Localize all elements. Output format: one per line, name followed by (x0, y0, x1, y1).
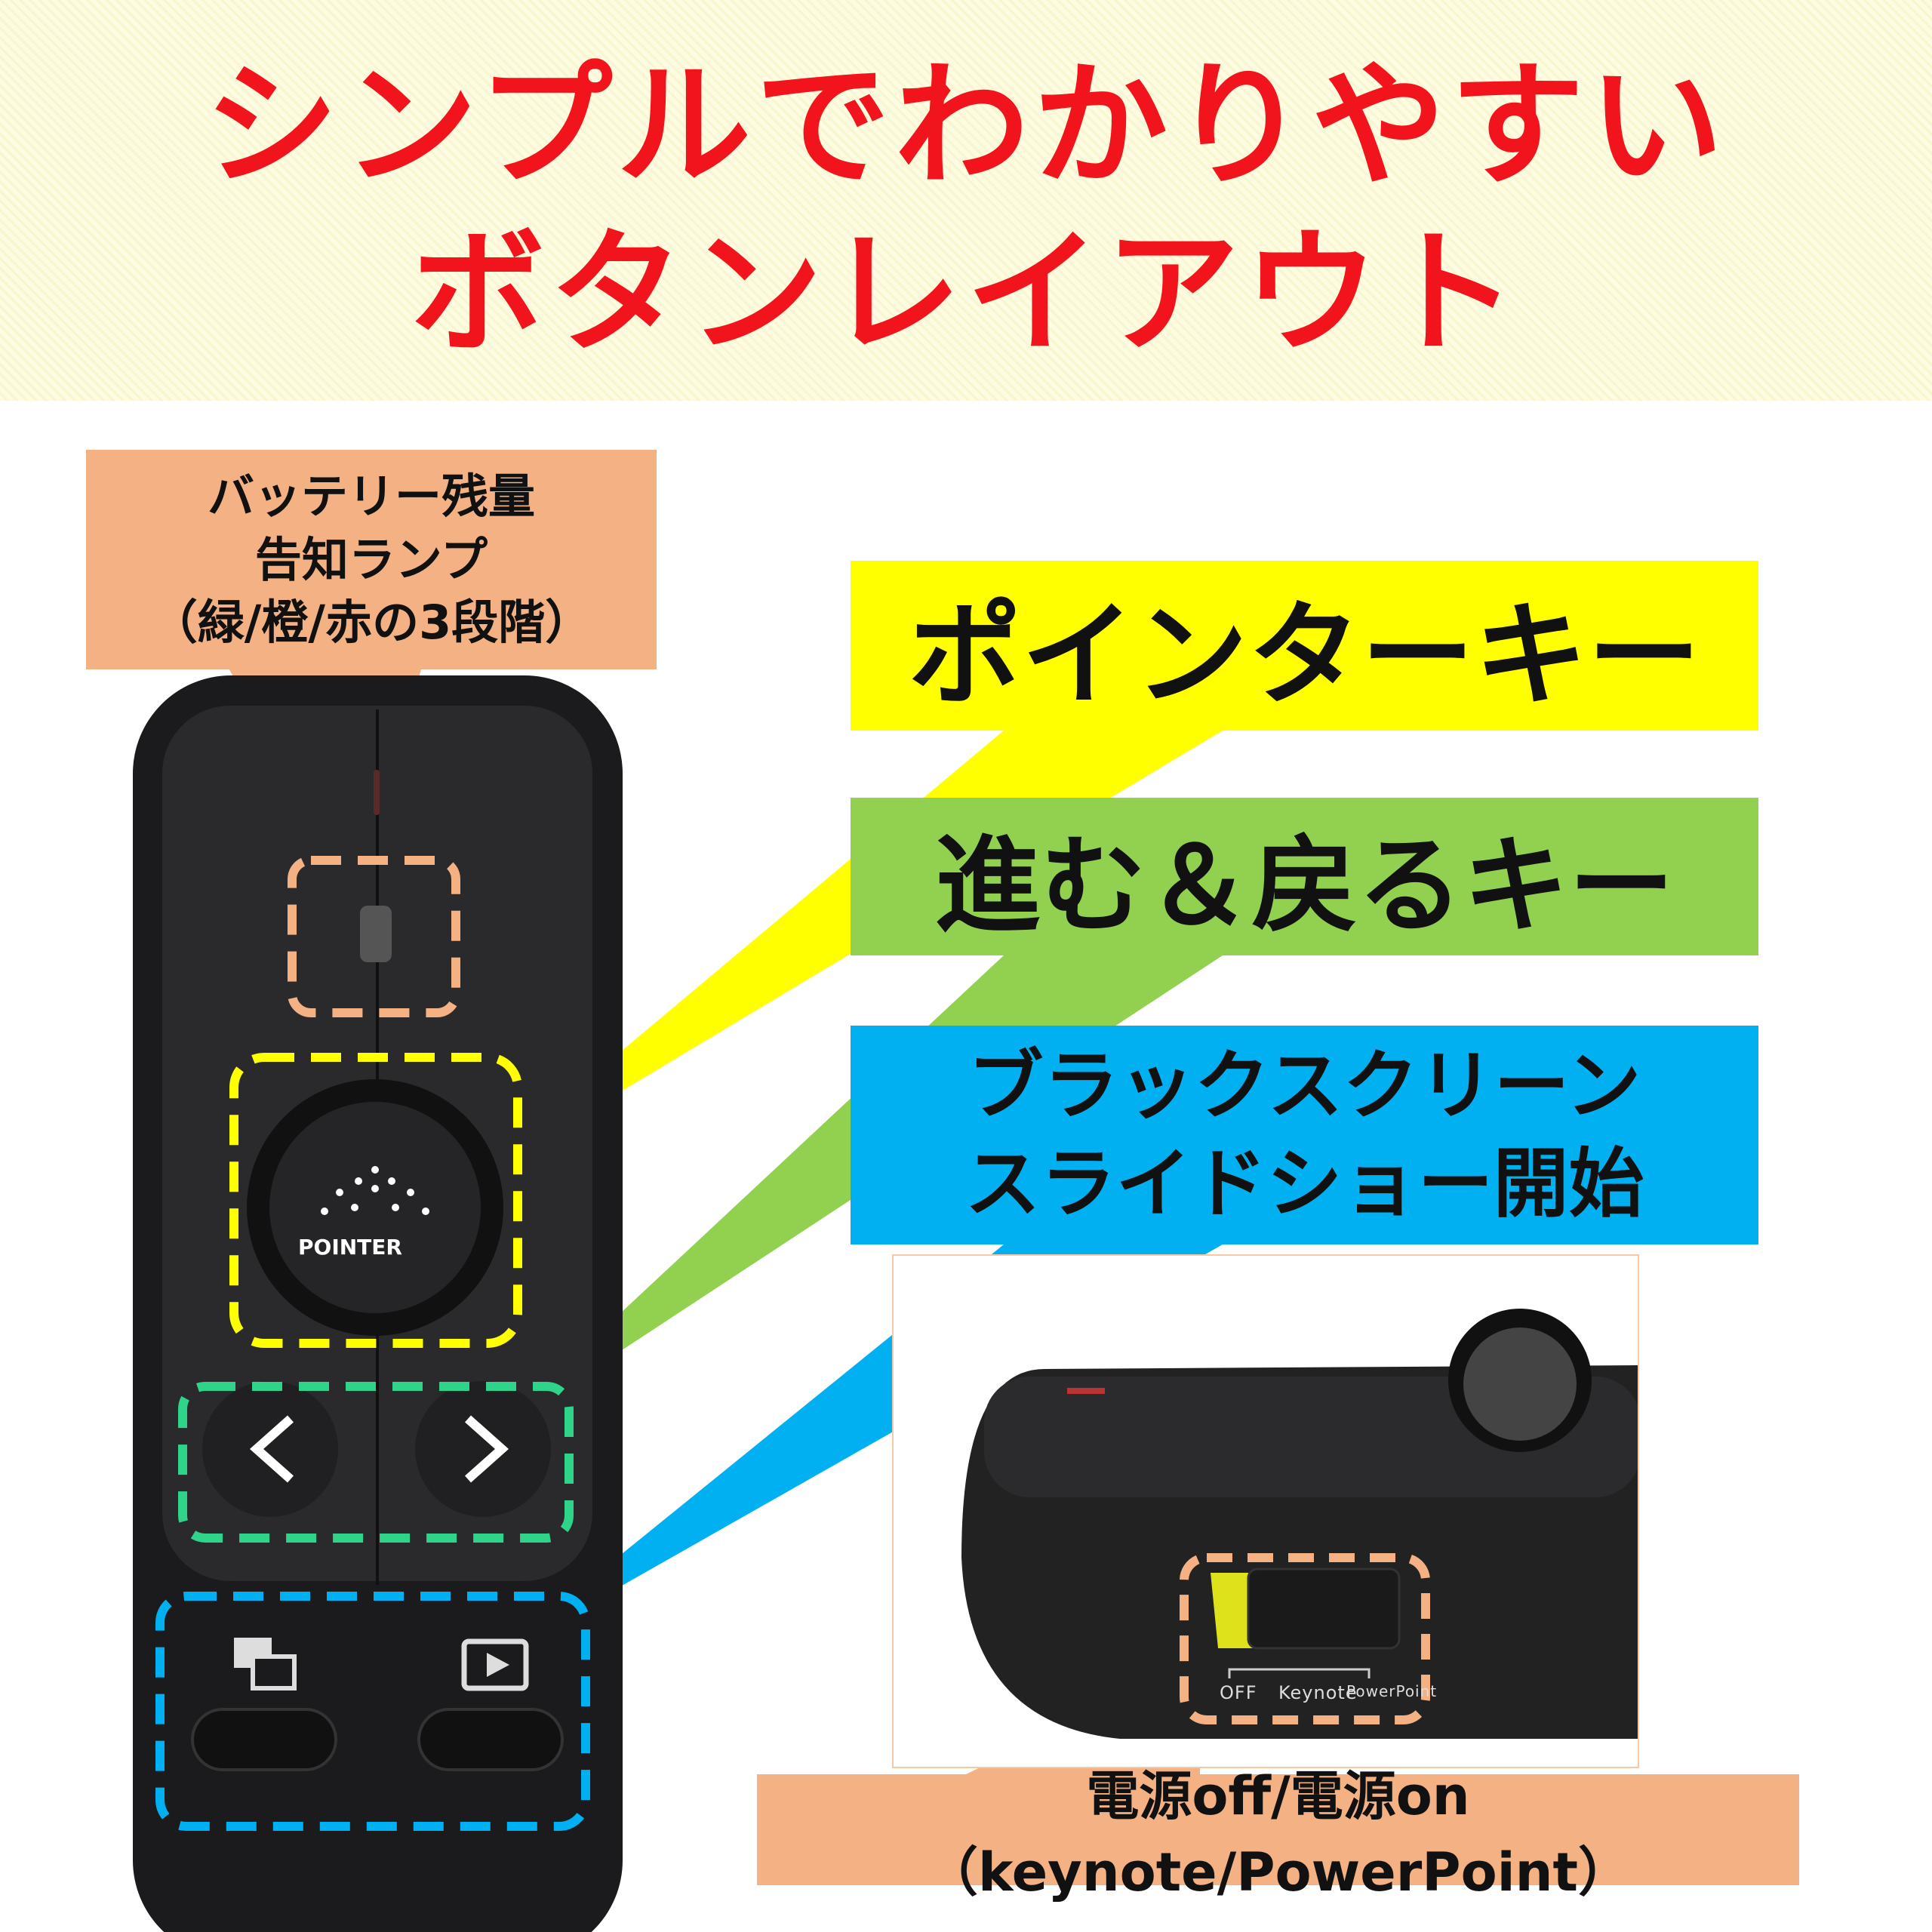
next-button (415, 1381, 551, 1517)
battery-callout-line1: バッテリー残量 (207, 468, 535, 524)
battery-lamp (360, 906, 392, 962)
led-indicator (1067, 1388, 1105, 1394)
pointer-highlight (229, 1053, 522, 1348)
battery-callout-line2: 告知ランプ (254, 531, 488, 587)
power-callout: 電源off/電源on（keynote/PowerPoint） (757, 1765, 1799, 1903)
header-band: シンプルでわかりやすい ボタンレイアウト (0, 0, 1932, 401)
title-line-2: ボタンレイアウト (411, 215, 1521, 371)
switch-label-keynote: Keynote (1278, 1682, 1358, 1703)
slideshow-play-icon (461, 1638, 529, 1691)
pointer-icon (321, 1166, 429, 1215)
blackscreen-button (191, 1708, 337, 1771)
battery-callout-line3: （緑/橙/赤の3段階） (150, 595, 592, 651)
battery-highlight (288, 856, 460, 1017)
black-highlight (155, 1592, 590, 1831)
prev-button (202, 1381, 338, 1517)
nav-callout: 進む＆戻るキー (851, 798, 1758, 955)
switch-inset-photo: OFF Keynote PowerPoint (892, 1254, 1639, 1768)
switch-yellow-indicator (1211, 1573, 1256, 1648)
nav-highlight (178, 1382, 574, 1543)
chevron-right-icon (465, 1415, 509, 1483)
pointer-button (1463, 1327, 1577, 1441)
black-callout: ブラックスクリーン スライドショー開始 (851, 1026, 1758, 1244)
switch-highlight (1180, 1553, 1430, 1724)
black-callout-line1: ブラックスクリーン (968, 1041, 1641, 1130)
power-mode-switch (1247, 1567, 1401, 1650)
title-line-1: シンプルでわかりやすい (204, 48, 1728, 204)
black-callout-line2: スライドショー開始 (964, 1140, 1644, 1228)
battery-callout: バッテリー残量 告知ランプ （緑/橙/赤の3段階） (86, 450, 657, 669)
switch-label-off: OFF (1220, 1682, 1257, 1703)
chevron-left-icon (249, 1415, 294, 1483)
pointer-callout: ポインターキー (851, 561, 1758, 731)
pointer-button (269, 1102, 481, 1313)
led-indicator (374, 770, 380, 815)
slideshow-button (417, 1708, 564, 1771)
switch-label-powerpoint: PowerPoint (1346, 1682, 1438, 1700)
pointer-button-label: POINTER (298, 1235, 402, 1260)
